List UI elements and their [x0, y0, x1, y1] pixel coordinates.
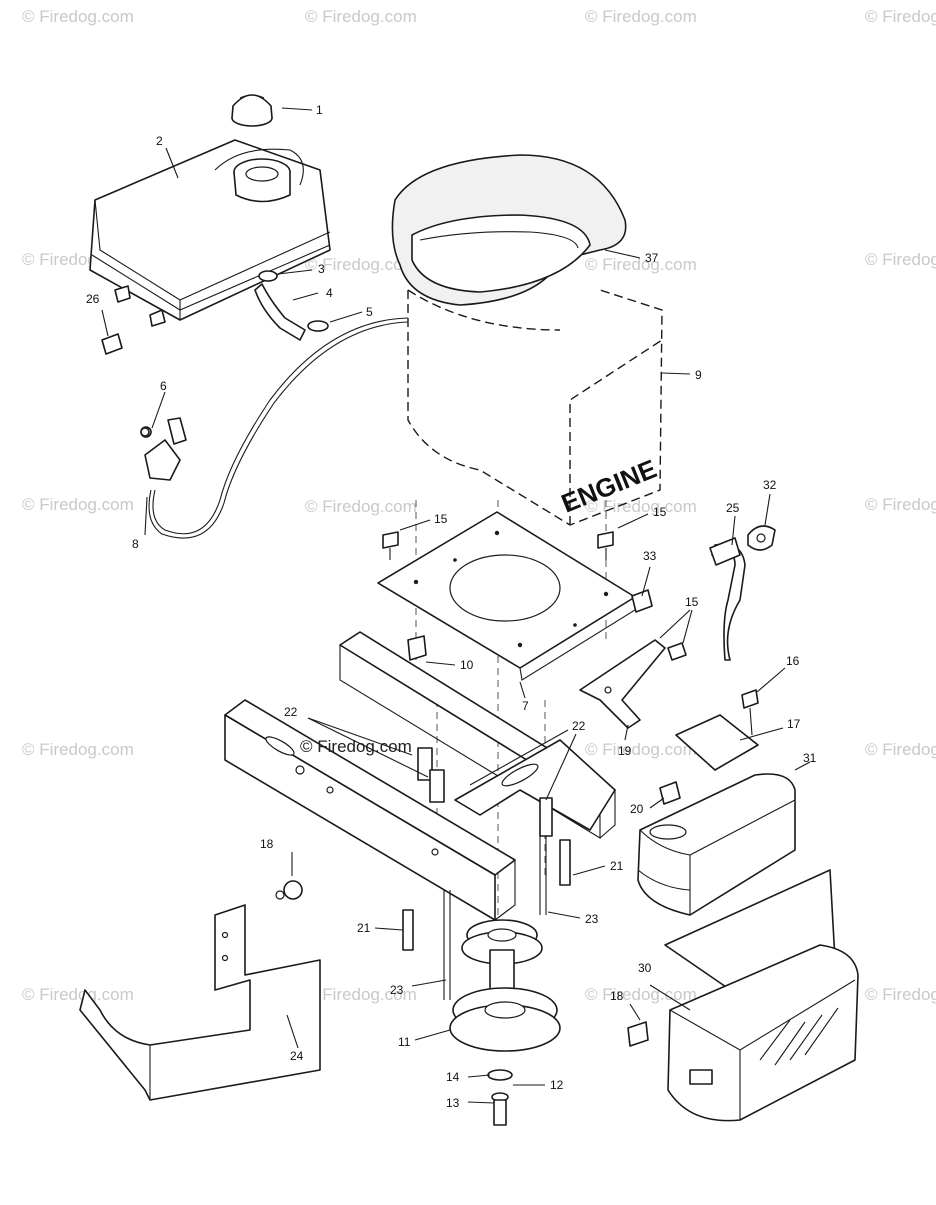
callout-21: 21: [610, 859, 624, 873]
callout-33: 33: [643, 549, 657, 563]
fuel-tank: [89, 139, 331, 327]
callout-24: 24: [290, 1049, 304, 1063]
callout-labels: 1 2 3 4 5 6 7 8 9 10 11 12 13 14 15 15 1…: [86, 103, 817, 1110]
callout-14: 14: [446, 1070, 460, 1084]
callout-19: 19: [618, 744, 632, 758]
callout-32: 32: [763, 478, 777, 492]
engine-block: ENGINE: [407, 289, 663, 526]
fuel-cap: [231, 94, 273, 127]
pulley-assembly: [449, 919, 561, 1126]
watermark: © Firedog.com: [865, 495, 936, 514]
watermark-layer: © Firedog.com © Firedog.com © Firedog.co…: [22, 7, 936, 1004]
callout-26: 26: [86, 292, 100, 306]
watermark: © Firedog.com: [865, 985, 936, 1004]
watermark: © Firedog.com: [585, 740, 697, 759]
belt-guard: [79, 904, 321, 1101]
callout-6: 6: [160, 379, 167, 393]
callout-1: 1: [316, 103, 323, 117]
muffler-assembly: [579, 525, 796, 916]
watermark: © Firedog.com: [865, 250, 936, 269]
watermark: © Firedog.com: [305, 497, 417, 516]
callout-13: 13: [446, 1096, 460, 1110]
callout-30: 30: [638, 961, 652, 975]
callout-23: 23: [390, 983, 404, 997]
callout-16: 16: [786, 654, 800, 668]
callout-22: 22: [284, 705, 298, 719]
callout-8: 8: [132, 537, 139, 551]
watermark: © Firedog.com: [305, 985, 417, 1004]
throttle-cable: [140, 317, 409, 539]
callout-31: 31: [803, 751, 817, 765]
callout-18: 18: [260, 837, 274, 851]
watermark: © Firedog.com: [865, 7, 936, 26]
callout-23: 23: [585, 912, 599, 926]
heat-shield: [664, 869, 859, 1122]
leader-lines: [101, 107, 811, 1104]
callout-7: 7: [522, 699, 529, 713]
callout-10: 10: [460, 658, 474, 672]
callout-9: 9: [695, 368, 702, 382]
watermark: © Firedog.com: [585, 985, 697, 1004]
callout-2: 2: [156, 134, 163, 148]
callout-15: 15: [653, 505, 667, 519]
watermark: © Firedog.com: [22, 740, 134, 759]
callout-20: 20: [630, 802, 644, 816]
callout-4: 4: [326, 286, 333, 300]
watermark: © Firedog.com: [22, 7, 134, 26]
callout-37: 37: [645, 251, 659, 265]
callout-5: 5: [366, 305, 373, 319]
callout-21: 21: [357, 921, 371, 935]
callout-17: 17: [787, 717, 801, 731]
watermark: © Firedog.com: [585, 497, 697, 516]
callout-11: 11: [398, 1035, 411, 1049]
watermark: © Firedog.com: [865, 740, 936, 759]
callout-3: 3: [318, 262, 325, 276]
callout-25: 25: [726, 501, 740, 515]
watermark: © Firedog.com: [22, 985, 134, 1004]
frame-rails: [224, 631, 616, 921]
watermark: © Firedog.com: [22, 495, 134, 514]
fuel-hose-assembly: [254, 270, 329, 341]
callout-18: 18: [610, 989, 624, 1003]
watermark: © Firedog.com: [305, 7, 417, 26]
watermark: © Firedog.com: [305, 255, 417, 274]
watermark: © Firedog.com: [585, 255, 697, 274]
center-watermark: © Firedog.com: [300, 737, 412, 756]
callout-15: 15: [434, 512, 448, 526]
callout-12: 12: [550, 1078, 564, 1092]
callout-15: 15: [685, 595, 699, 609]
watermark: © Firedog.com: [585, 7, 697, 26]
blower-housing: [391, 154, 627, 306]
callout-22: 22: [572, 719, 586, 733]
